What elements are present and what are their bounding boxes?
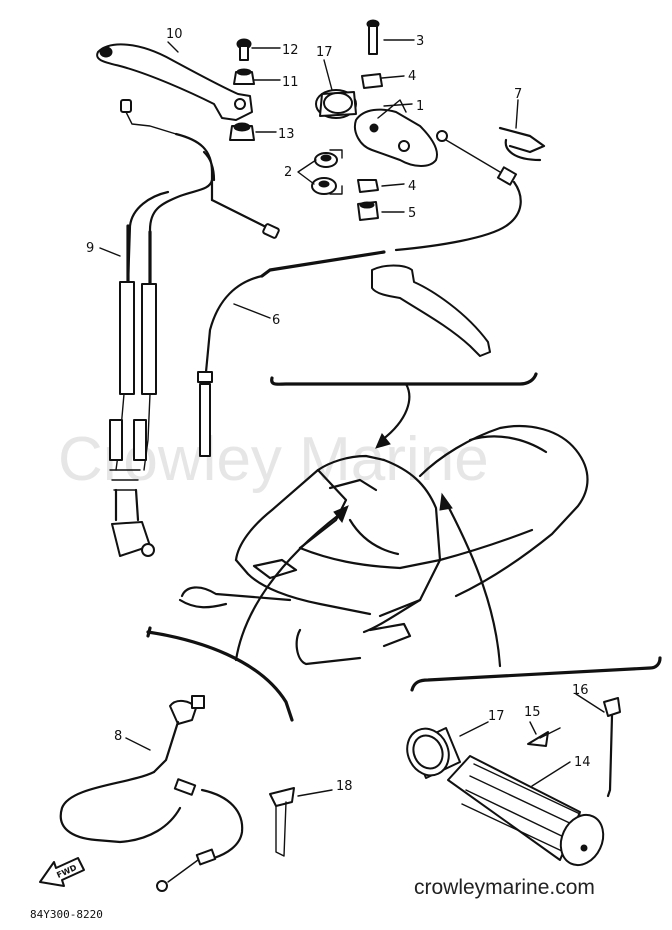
- screw-15: [527, 727, 561, 747]
- brake-cable-9: [109, 99, 280, 557]
- throttle-lever: [371, 264, 491, 357]
- bushing-17-top: [315, 89, 357, 119]
- callout-5: 5: [408, 206, 416, 221]
- nut-4-top: [361, 73, 383, 89]
- clip-7: [498, 126, 546, 162]
- callout-17-lower: 17: [488, 709, 505, 724]
- bolt-12: [236, 38, 252, 61]
- switch-cable-8: [59, 695, 244, 892]
- cable-tie-18: [269, 787, 295, 857]
- brake-lever: [96, 43, 253, 121]
- diagram-code: 84Y300-8220: [30, 908, 103, 921]
- website-text: crowleymarine.com: [414, 876, 595, 899]
- callout-12: 12: [282, 43, 299, 58]
- callout-11: 11: [282, 75, 299, 90]
- callout-4-lower: 4: [408, 179, 416, 194]
- nut-11: [233, 68, 255, 85]
- upper-leader: [270, 372, 538, 449]
- callout-8: 8: [114, 729, 122, 744]
- bushing-17-lower: [406, 727, 461, 779]
- snowmobile-outline: [178, 424, 589, 666]
- bolt-3: [366, 19, 380, 55]
- throttle-cable-6: [197, 130, 522, 457]
- callout-15: 15: [524, 705, 541, 720]
- callout-3: 3: [416, 34, 424, 49]
- nut-4-lower: [357, 179, 379, 193]
- callout-leaders: [99, 39, 605, 797]
- callout-4-top: 4: [408, 69, 416, 84]
- callout-1: 1: [416, 99, 424, 114]
- watermark-text: Crowley Marine: [58, 425, 489, 494]
- lower-leaders: [146, 492, 662, 722]
- cable-tie-16: [603, 697, 621, 798]
- throttle-housing-1: [354, 108, 438, 167]
- callout-18: 18: [336, 779, 353, 794]
- callout-6: 6: [272, 313, 280, 328]
- nut-13: [229, 122, 255, 141]
- callout-16: 16: [572, 683, 589, 698]
- nut-5: [357, 201, 379, 221]
- callout-13: 13: [278, 127, 295, 142]
- fwd-arrow: FWD: [39, 857, 85, 887]
- washers-2: [311, 149, 343, 195]
- throttle-grip-14: [447, 755, 605, 867]
- callout-17-top: 17: [316, 45, 333, 60]
- callout-numbers: 10 12 11 13 17 3 4 1 7 2 4 5 9 6 8 18 17…: [86, 27, 591, 794]
- callout-2: 2: [284, 165, 292, 180]
- callout-9: 9: [86, 241, 94, 256]
- callout-14: 14: [574, 755, 591, 770]
- callout-10: 10: [166, 27, 183, 42]
- callout-7: 7: [514, 87, 522, 102]
